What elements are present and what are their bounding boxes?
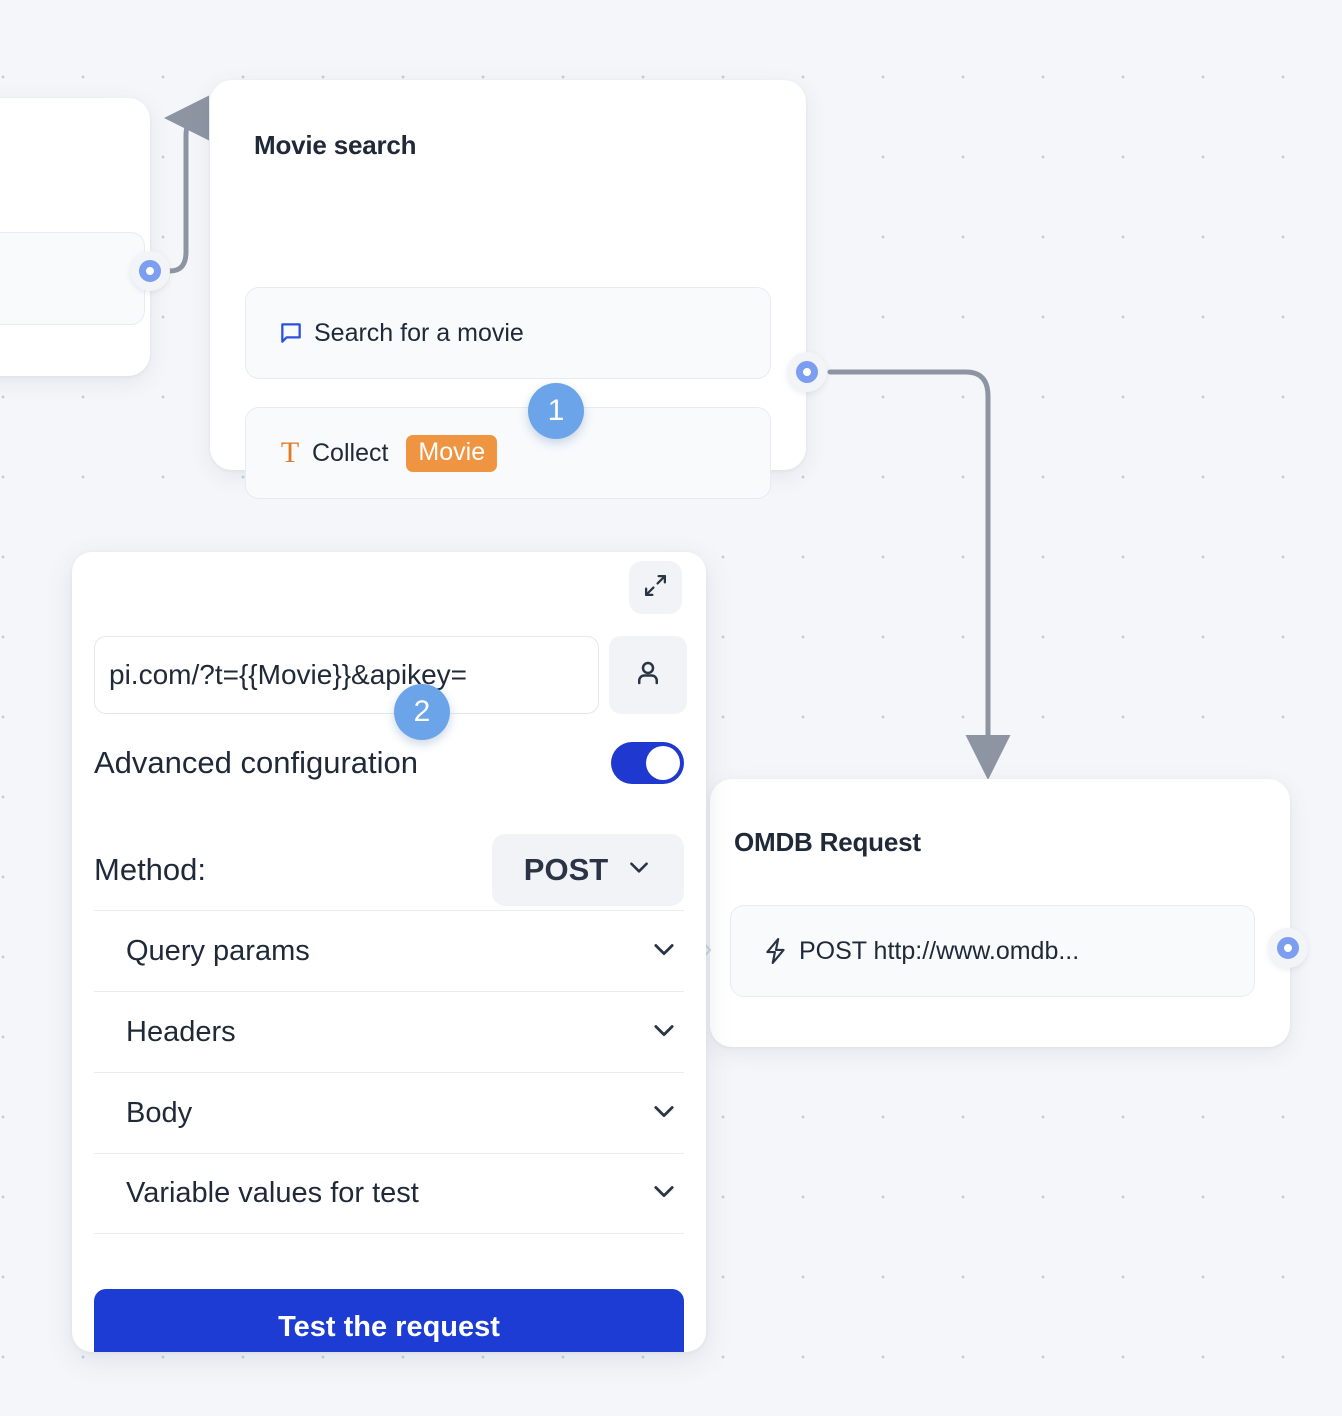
expand-diagonal-icon [643,573,668,603]
lightning-bolt-icon [763,936,789,966]
url-field-group [94,636,687,714]
port-partial-node-output[interactable] [130,251,170,291]
expand-panel-button[interactable] [629,561,682,614]
partial-node-row[interactable] [0,232,145,325]
test-the-request-button[interactable]: Test the request [94,1289,684,1352]
chevron-down-icon [650,1177,678,1210]
accordion-variable-values-for-test[interactable]: Variable values for test [94,1153,684,1234]
accordion-label: Body [126,1096,193,1129]
chat-bubble-icon [278,320,304,346]
accordion-list: Query params Headers Body Variable value… [94,910,684,1234]
request-config-panel[interactable]: Advanced configuration Method: POST Quer… [72,552,706,1352]
movie-search-node[interactable]: Movie search Search for a movie T Collec… [210,80,806,499]
advanced-configuration-row: Advanced configuration [94,742,684,784]
node-title: OMDB Request [734,827,921,857]
request-url-input[interactable] [94,636,599,714]
node-row-collect-movie[interactable]: T Collect Movie [245,407,771,499]
advanced-configuration-toggle[interactable] [611,742,684,784]
method-value: POST [523,852,609,887]
accordion-label: Variable values for test [126,1177,419,1209]
port-omdb-request-output[interactable] [1268,928,1308,968]
row-label-wrap: T Collect Movie [278,434,498,472]
method-label: Method: [94,852,207,887]
node-row-post-request[interactable]: POST http://www.omdb... [730,905,1255,997]
row-label-text: Search for a movie [314,318,524,347]
method-select[interactable]: POST [492,834,684,906]
chevron-down-icon [626,852,652,888]
partial-node-card[interactable] [0,98,150,376]
step-badge-1: 1 [528,383,584,439]
advanced-configuration-label: Advanced configuration [94,745,419,780]
row-label-text: Collect [312,438,389,467]
chevron-down-icon [650,1097,678,1130]
step-badge-2: 2 [394,684,450,740]
person-icon [633,658,663,693]
text-t-icon: T [280,436,300,469]
variable-chip-movie[interactable]: Movie [406,434,498,472]
port-movie-search-output[interactable] [787,352,827,392]
chevron-down-icon [650,1016,678,1049]
omdb-request-node[interactable]: OMDB Request POST http://www.omdb... [698,779,1290,1047]
row-label-text: POST http://www.omdb... [799,936,1080,965]
method-row: Method: POST [94,834,684,906]
node-row-search-for-a-movie[interactable]: Search for a movie [245,287,771,379]
accordion-label: Query params [126,934,310,967]
accordion-body[interactable]: Body [94,1072,684,1153]
accordion-label: Headers [126,1015,236,1048]
row-label-wrap: Search for a movie [278,319,524,348]
accordion-headers[interactable]: Headers [94,991,684,1072]
auth-credentials-button[interactable] [609,636,687,714]
chevron-down-icon [650,935,678,968]
node-title: Movie search [254,130,417,160]
row-label-wrap: POST http://www.omdb... [763,936,1079,966]
accordion-query-params[interactable]: Query params [94,910,684,991]
